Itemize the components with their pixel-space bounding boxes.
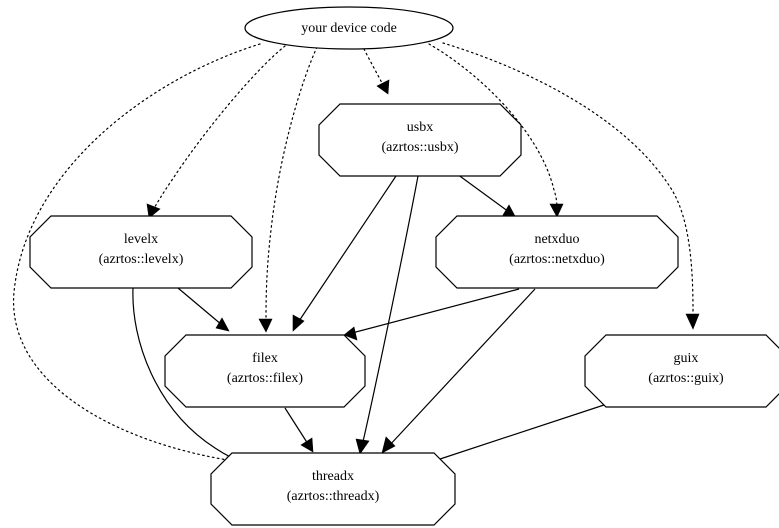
node-label-guix-line2: (azrtos::guix) — [648, 371, 724, 386]
node-filex[interactable]: filex (azrtos::filex) — [164, 334, 366, 408]
edge-usbx-to-netxduo — [456, 173, 517, 219]
node-label-usbx-line2: (azrtos::usbx) — [382, 140, 459, 155]
node-label-levelx-line2: (azrtos::levelx) — [99, 252, 184, 267]
node-label-threadx-line1: threadx — [312, 469, 354, 484]
node-your-device-code[interactable]: your device code — [244, 6, 454, 50]
edge-device-to-levelx — [146, 45, 286, 219]
edge-filex-to-threadx — [284, 407, 314, 453]
edge-usbx-to-threadx — [355, 175, 419, 455]
node-netxduo[interactable]: netxduo (azrtos::netxduo) — [435, 215, 679, 289]
node-label-device-line1: your device code — [301, 21, 397, 36]
node-label-threadx-line2: (azrtos::threadx) — [287, 489, 380, 504]
node-shape-octagon — [210, 452, 456, 526]
edge-guix-to-threadx — [425, 403, 608, 469]
node-label-guix-line1: guix — [674, 351, 699, 366]
edge-device-to-usbx — [363, 48, 390, 95]
node-label-filex-line1: filex — [252, 351, 278, 366]
node-levelx[interactable]: levelx (azrtos::levelx) — [29, 215, 253, 289]
node-shape-octagon — [164, 334, 366, 408]
node-shape-octagon — [435, 215, 679, 289]
node-layer: your device code usbx (azrtos::usbx) lev… — [29, 6, 779, 526]
node-usbx[interactable]: usbx (azrtos::usbx) — [318, 103, 522, 177]
node-shape-octagon — [29, 215, 253, 289]
edge-usbx-to-filex — [292, 175, 397, 332]
edge-device-to-filex — [258, 46, 318, 333]
edge-device-to-guix — [442, 42, 700, 330]
node-label-netxduo-line1: netxduo — [534, 232, 579, 247]
node-guix[interactable]: guix (azrtos::guix) — [584, 334, 779, 408]
edge-levelx-to-filex — [177, 287, 230, 332]
edge-device-to-netxduo — [428, 43, 564, 218]
node-label-usbx-line1: usbx — [407, 120, 433, 135]
node-label-netxduo-line2: (azrtos::netxduo) — [509, 252, 605, 267]
node-shape-ellipse — [244, 6, 454, 50]
node-label-filex-line2: (azrtos::filex) — [227, 371, 304, 386]
node-shape-octagon — [584, 334, 779, 408]
edge-layer — [13, 42, 700, 471]
node-shape-octagon — [318, 103, 522, 177]
node-threadx[interactable]: threadx (azrtos::threadx) — [210, 452, 456, 526]
edge-netxduo-to-threadx — [381, 288, 536, 454]
node-label-levelx-line1: levelx — [124, 232, 158, 247]
edge-netxduo-to-filex — [343, 288, 520, 341]
